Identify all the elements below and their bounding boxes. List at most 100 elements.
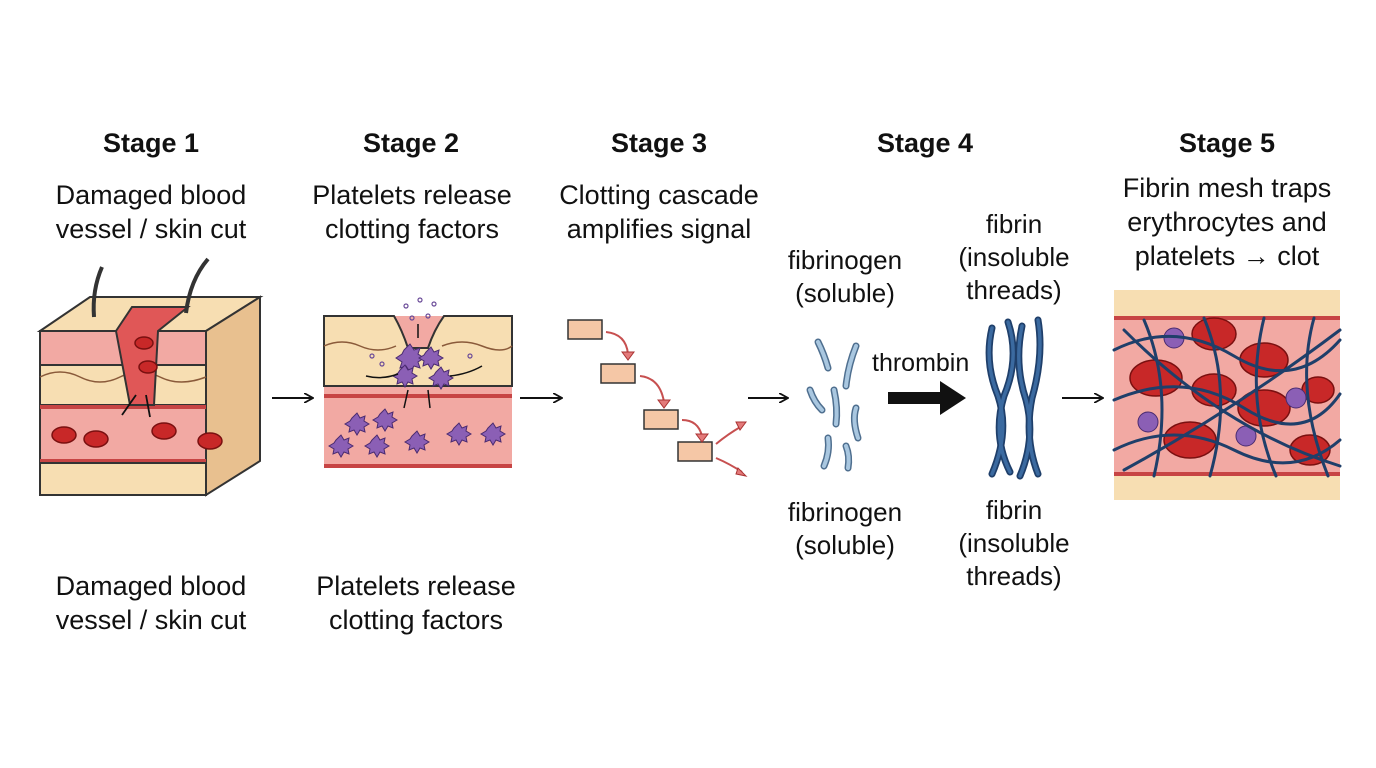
cascade-arrowhead xyxy=(695,433,709,443)
platelet xyxy=(344,412,370,436)
trapped-platelet xyxy=(1137,411,1159,433)
caption-line: Clotting cascade xyxy=(559,180,759,210)
label-line: (insoluble xyxy=(958,242,1070,272)
caption-line: amplifies signal xyxy=(566,214,752,244)
fibrin-label-top: fibrin (insoluble threads) xyxy=(914,208,1114,307)
stage-1-caption: Damaged blood vessel / skin cut xyxy=(1,178,301,246)
fibrinogen-strand-fill xyxy=(832,388,839,426)
clotting-factor xyxy=(467,353,473,359)
label-line: (insoluble xyxy=(958,528,1070,558)
hair xyxy=(91,266,104,318)
clotting-factor xyxy=(379,361,385,367)
subcutaneous-layer xyxy=(39,462,207,496)
fibrin-thread-fill xyxy=(997,320,1015,474)
cascade-arrowhead xyxy=(621,351,635,361)
fibrinogen-strand-fill xyxy=(844,344,858,388)
caption-line: clotting factors xyxy=(324,214,500,244)
label-line: threads) xyxy=(966,561,1062,591)
release-arrow xyxy=(403,389,409,409)
stage-2-platelet-release-illustration xyxy=(323,297,513,468)
skin-side-face xyxy=(205,295,261,497)
caption-line: vessel / skin cut xyxy=(55,214,247,244)
caption-line: Damaged blood xyxy=(55,180,247,210)
fibrin-thread-fill xyxy=(987,326,1005,476)
fibrin-mesh-strand xyxy=(1122,328,1342,472)
trapped-red-blood-cell xyxy=(1163,421,1217,459)
caption-line: platelets → clot xyxy=(1134,241,1320,271)
caption-line: Platelets release xyxy=(316,571,516,601)
tissue-wave xyxy=(323,341,397,351)
cascade-factor-box xyxy=(643,409,679,430)
fibrin-mesh-strand xyxy=(1305,316,1330,478)
stage-2-caption: Platelets release clotting factors xyxy=(262,178,562,246)
clotting-factor xyxy=(417,297,423,303)
fibrinogen-strand-fill xyxy=(808,388,824,412)
platelet xyxy=(428,366,454,390)
caption-line: clotting factors xyxy=(328,605,504,635)
bleeding-arrow xyxy=(145,394,151,418)
stage-5-title: Stage 5 xyxy=(1178,128,1276,158)
fibrinogen-strand-fill xyxy=(852,406,860,440)
bleeding-arrow xyxy=(121,394,137,416)
thrombin-label: thrombin xyxy=(872,349,970,377)
fibrinogen-label-top: fibrinogen (soluble) xyxy=(745,244,945,310)
stage-3-caption: Clotting cascade amplifies signal xyxy=(509,178,809,246)
platelet xyxy=(480,422,506,446)
fibrin-thread-fill xyxy=(1027,318,1042,476)
fibrin-label-bottom: fibrin (insoluble threads) xyxy=(914,494,1114,593)
platelet xyxy=(328,434,354,458)
release-arrow xyxy=(427,389,431,409)
tissue-wave xyxy=(39,371,207,383)
caption-line: erythrocytes and xyxy=(1127,207,1327,237)
cascade-arrowhead xyxy=(657,399,671,409)
caption-line: Platelets release xyxy=(312,180,512,210)
clotting-factor xyxy=(409,315,415,321)
label-line: fibrinogen xyxy=(787,497,903,527)
label-line: (soluble) xyxy=(795,530,895,560)
fibrinogen-strand-fill xyxy=(816,340,830,370)
cascade-factor-box xyxy=(567,319,603,340)
fibrinogen-strand-fill xyxy=(844,444,851,470)
stage-3-title: Stage 3 xyxy=(610,128,708,158)
hair xyxy=(184,257,210,314)
red-blood-cell xyxy=(197,432,223,450)
clotting-factor xyxy=(431,301,437,307)
stage-1-skin-cut-illustration xyxy=(36,257,264,497)
release-arrow xyxy=(449,365,483,377)
cascade-arrowhead xyxy=(735,467,748,477)
stage-3-cascade-illustration xyxy=(567,319,748,477)
cascade-arrow xyxy=(605,331,629,355)
cascade-arrowhead xyxy=(735,421,747,431)
cascade-factor-box xyxy=(600,363,636,384)
platelet xyxy=(364,434,390,458)
stage-2-title: Stage 2 xyxy=(362,128,460,158)
fibrin-mesh-strand xyxy=(1254,316,1278,478)
fibrin-thread-fill xyxy=(1017,324,1032,478)
caption-line: vessel / skin cut xyxy=(55,605,247,635)
platelet xyxy=(404,430,430,454)
clotting-factor xyxy=(403,303,409,309)
caption-line: Fibrin mesh traps xyxy=(1122,173,1332,203)
trapped-platelet xyxy=(1285,387,1307,409)
caption-line: Damaged blood xyxy=(55,571,247,601)
red-blood-cell xyxy=(51,426,77,444)
label-line: threads) xyxy=(966,275,1062,305)
stage-5-caption: Fibrin mesh traps erythrocytes and plate… xyxy=(1077,171,1376,273)
fibrinogen-strands xyxy=(806,338,862,472)
platelet xyxy=(418,346,444,370)
fibrinogen-strand-fill xyxy=(822,436,831,468)
fibrin-threads xyxy=(985,316,1044,480)
clotting-factor xyxy=(425,313,431,319)
label-line: fibrinogen xyxy=(787,245,903,275)
stage-1-repeat-caption: Damaged blood vessel / skin cut xyxy=(1,569,301,637)
stage-1-title: Stage 1 xyxy=(102,128,200,158)
label-line: (soluble) xyxy=(795,278,895,308)
fibrin-mesh-strand xyxy=(1112,385,1342,426)
red-blood-cell xyxy=(83,430,109,448)
red-blood-cell xyxy=(151,422,177,440)
cascade-arrow xyxy=(681,419,703,437)
red-blood-cell xyxy=(138,360,158,374)
label-line: fibrin xyxy=(985,209,1043,239)
thrombin-bold-arrow xyxy=(888,381,966,415)
fibrin-mesh-strand xyxy=(1112,433,1342,465)
